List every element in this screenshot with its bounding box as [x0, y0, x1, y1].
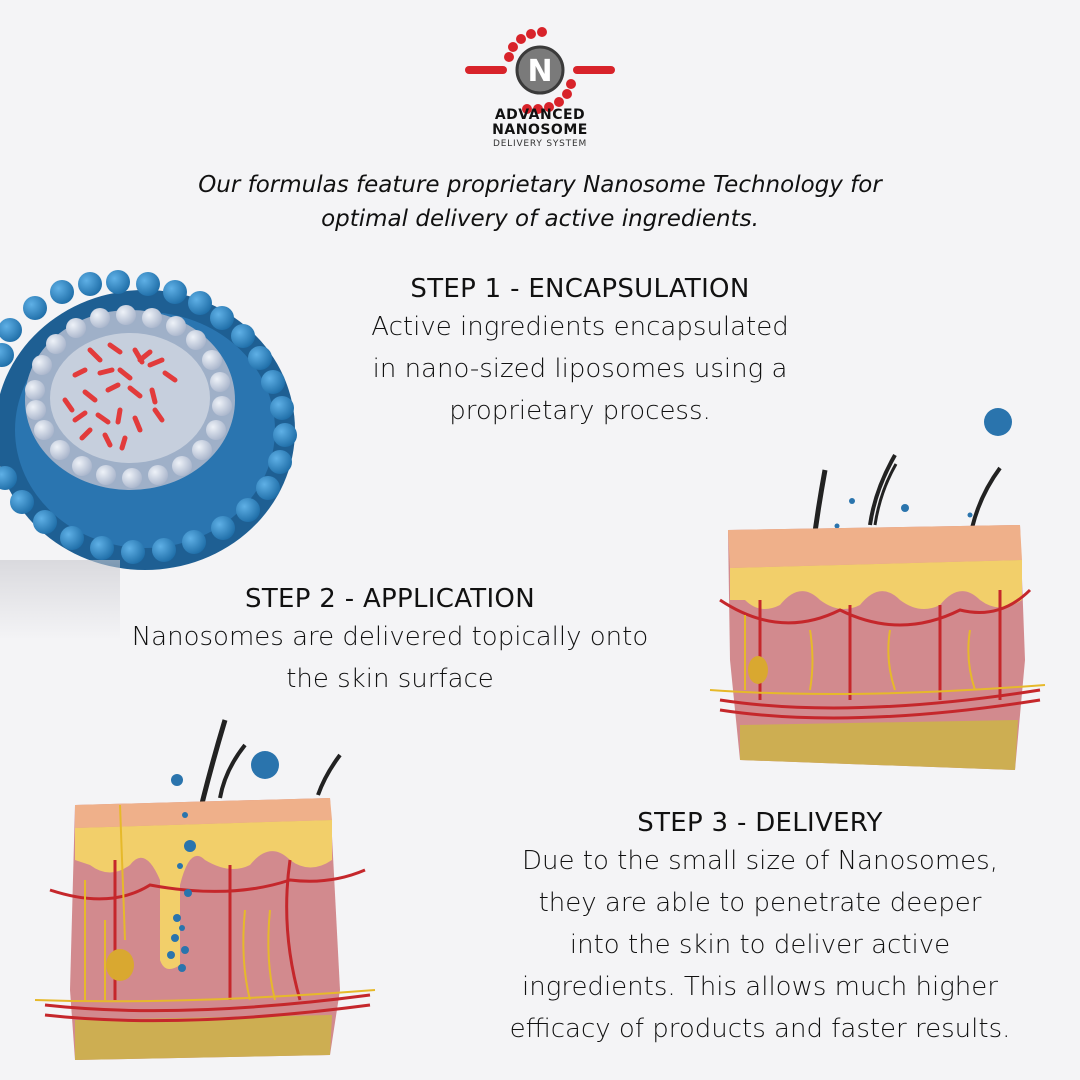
nanosome-logo-icon: N	[465, 27, 615, 114]
logo-line-advanced: ADVANCED	[494, 107, 586, 123]
step-2-title: STEP 2 - APPLICATION	[245, 584, 535, 614]
svg-text:N: N	[527, 54, 552, 89]
tagline-line-1: Our formulas feature proprietary Nanosom…	[198, 172, 882, 198]
step-2-line-1: Nanosomes are delivered topically onto	[131, 622, 649, 652]
step-3-line-4: ingredients. This allows much higher	[522, 972, 998, 1002]
liposome-illustration-icon	[0, 270, 297, 570]
skin-cross-section-penetration-icon	[34, 719, 376, 1060]
step-3-delivery: STEP 3 - DELIVERY Due to the small size …	[460, 806, 1060, 1050]
step-3-description: Due to the small size of Nanosomes, they…	[460, 840, 1060, 1050]
step-1-description: Active ingredients encapsulated in nano-…	[320, 306, 840, 432]
step-2-description: Nanosomes are delivered topically onto t…	[70, 616, 710, 700]
logo-wordmark: ADVANCED NANOSOME DELIVERY SYSTEM	[440, 107, 640, 150]
skin-cross-section-surface-icon	[709, 408, 1046, 770]
step-3-line-5: efficacy of products and faster results.	[509, 1014, 1011, 1044]
tagline: Our formulas feature proprietary Nanosom…	[100, 168, 980, 236]
step-3-line-1: Due to the small size of Nanosomes,	[522, 846, 998, 876]
step-1-encapsulation: STEP 1 - ENCAPSULATION Active ingredient…	[320, 272, 840, 432]
step-1-title: STEP 1 - ENCAPSULATION	[410, 274, 750, 304]
logo-line-nanosome: NANOSOME	[492, 122, 588, 138]
step-1-line-1: Active ingredients encapsulated	[371, 312, 789, 342]
step-2-application: STEP 2 - APPLICATION Nanosomes are deliv…	[70, 582, 710, 700]
step-3-line-2: they are able to penetrate deeper	[538, 888, 982, 918]
step-1-line-3: proprietary process.	[449, 396, 711, 426]
step-1-line-2: in nano-sized liposomes using a	[372, 354, 788, 384]
liposome-shadow	[0, 560, 120, 640]
tagline-line-2: optimal delivery of active ingredients.	[321, 206, 759, 232]
step-3-line-3: into the skin to deliver active	[569, 930, 951, 960]
step-2-line-2: the skin surface	[286, 664, 494, 694]
logo-line-delivery-system: DELIVERY SYSTEM	[492, 139, 588, 149]
step-3-title: STEP 3 - DELIVERY	[637, 808, 883, 838]
